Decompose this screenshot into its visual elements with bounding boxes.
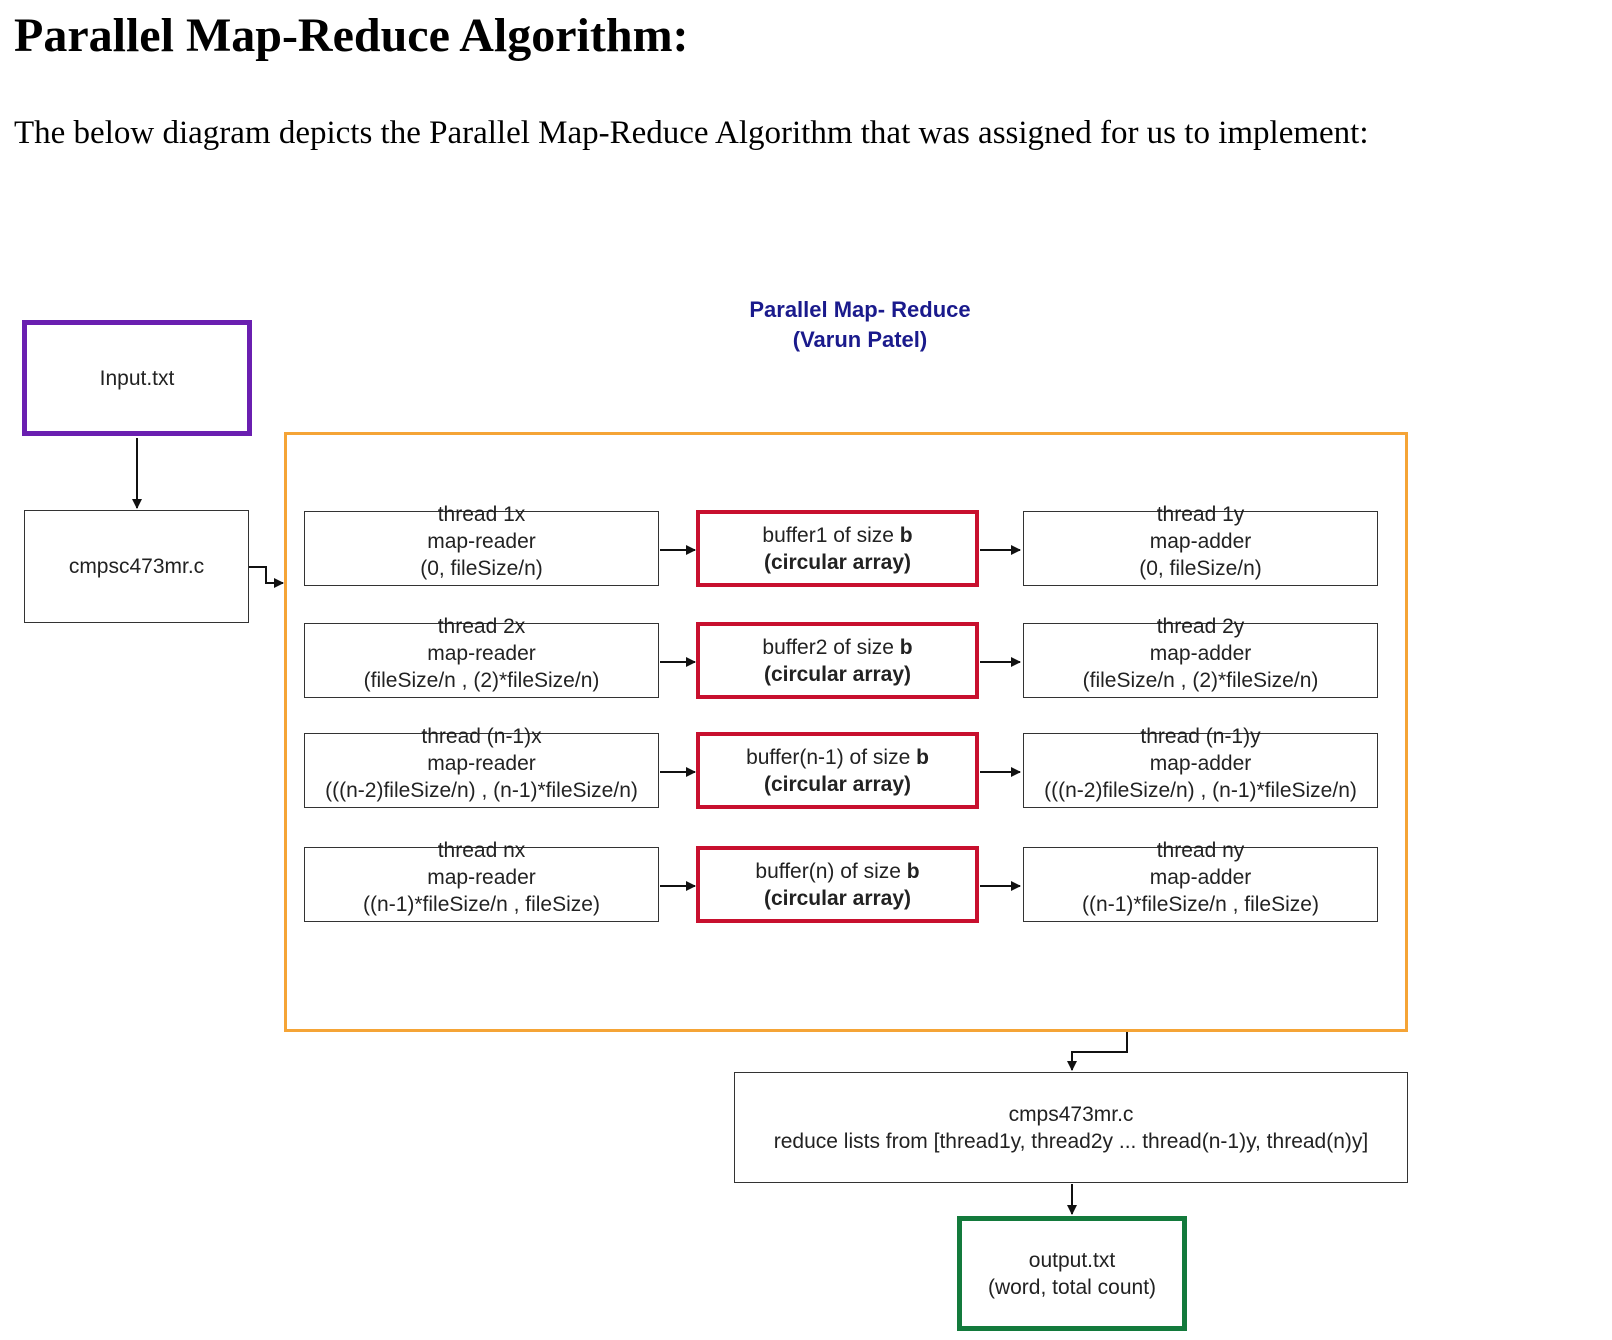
arrow-main-to-threads — [249, 566, 284, 588]
buffer-prefix: buffer2 of size — [762, 635, 900, 659]
buffer-prefix: buffer(n-1) of size — [746, 745, 917, 769]
adder-thread-n-minus-1: thread (n-1)y map-adder (((n-2)fileSize/… — [1023, 725, 1378, 808]
reader-title: thread 2x — [437, 615, 526, 638]
main-program-box: cmpsc473mr.c — [24, 510, 249, 623]
page-heading: Parallel Map-Reduce Algorithm: — [14, 9, 689, 62]
input-file-label: Input.txt — [99, 366, 175, 390]
diagram-title-line-1: Parallel Map- Reduce — [749, 297, 971, 322]
buffer-size-var: b — [899, 523, 913, 547]
adder-range: ((n-1)*fileSize/n , fileSize) — [1082, 893, 1319, 916]
diagram-title: Parallel Map- Reduce (Varun Patel) — [660, 295, 1060, 355]
reader-thread-1: thread 1x map-reader (0, fileSize/n) — [304, 503, 659, 586]
buffer-type: (circular array) — [763, 886, 912, 910]
adder-thread-n: thread ny map-adder ((n-1)*fileSize/n , … — [1023, 839, 1378, 922]
buffer-prefix: buffer1 of size — [762, 523, 900, 547]
reader-role: map-reader — [427, 866, 536, 889]
adder-range: (fileSize/n , (2)*fileSize/n) — [1082, 669, 1319, 692]
buffer-size-line: buffer(n) of size b — [755, 858, 919, 885]
reader-range: ((n-1)*fileSize/n , fileSize) — [363, 893, 600, 916]
buffer-type: (circular array) — [763, 550, 912, 574]
buffer-size-var: b — [916, 745, 929, 769]
reader-title: thread 1x — [437, 503, 526, 526]
buffer-2: buffer2 of size b (circular array) — [696, 622, 979, 699]
reader-role: map-reader — [427, 752, 536, 775]
buffer-size-var: b — [906, 859, 920, 883]
adder-role: map-adder — [1149, 530, 1252, 553]
adder-role: map-adder — [1149, 642, 1252, 665]
reader-title: thread (n-1)x — [421, 725, 542, 748]
output-file-description: (word, total count) — [987, 1275, 1157, 1299]
buffer-n-minus-1: buffer(n-1) of size b (circular array) — [696, 732, 979, 809]
adder-title: thread ny — [1156, 839, 1245, 862]
intro-paragraph: The below diagram depicts the Parallel M… — [14, 115, 1369, 151]
reader-role: map-reader — [427, 530, 536, 553]
output-file-box: output.txt (word, total count) — [957, 1216, 1187, 1331]
diagram-title-line-2: (Varun Patel) — [792, 327, 928, 352]
reader-range: (0, fileSize/n) — [420, 557, 543, 580]
adder-title: thread (n-1)y — [1140, 725, 1261, 748]
input-file-box: Input.txt — [22, 320, 252, 436]
adder-role: map-adder — [1149, 866, 1252, 889]
buffer-type: (circular array) — [763, 772, 912, 796]
buffer-size-line: buffer(n-1) of size b — [746, 744, 929, 771]
adder-title: thread 1y — [1156, 503, 1245, 526]
buffer-n: buffer(n) of size b (circular array) — [696, 846, 979, 923]
adder-thread-1: thread 1y map-adder (0, fileSize/n) — [1023, 503, 1378, 586]
adder-title: thread 2y — [1156, 615, 1245, 638]
buffer-1: buffer1 of size b (circular array) — [696, 510, 979, 587]
buffer-size-line: buffer2 of size b — [762, 634, 912, 661]
buffer-type: (circular array) — [763, 662, 912, 686]
adder-range: (((n-2)fileSize/n) , (n-1)*fileSize/n) — [1044, 779, 1357, 802]
output-file-label: output.txt — [1028, 1248, 1116, 1272]
reader-title: thread nx — [437, 839, 526, 862]
reduce-description: reduce lists from [thread1y, thread2y ..… — [773, 1129, 1369, 1153]
adder-role: map-adder — [1149, 752, 1252, 775]
buffer-size-line: buffer1 of size b — [762, 522, 912, 549]
buffer-size-var: b — [899, 635, 913, 659]
adder-range: (0, fileSize/n) — [1139, 557, 1262, 580]
reader-thread-n: thread nx map-reader ((n-1)*fileSize/n ,… — [304, 839, 659, 922]
reader-range: (fileSize/n , (2)*fileSize/n) — [363, 669, 600, 692]
reduce-box: cmps473mr.c reduce lists from [thread1y,… — [734, 1072, 1408, 1183]
reduce-program-label: cmps473mr.c — [1008, 1102, 1134, 1126]
main-program-label: cmpsc473mr.c — [68, 555, 205, 578]
reader-thread-2: thread 2x map-reader (fileSize/n , (2)*f… — [304, 615, 659, 698]
reader-role: map-reader — [427, 642, 536, 665]
adder-thread-2: thread 2y map-adder (fileSize/n , (2)*fi… — [1023, 615, 1378, 698]
buffer-prefix: buffer(n) of size — [755, 859, 907, 883]
parallel-map-frame — [284, 432, 1408, 1032]
arrow-frame-to-reduce — [1067, 1032, 1128, 1071]
reader-thread-n-minus-1: thread (n-1)x map-reader (((n-2)fileSize… — [304, 725, 659, 808]
reader-range: (((n-2)fileSize/n) , (n-1)*fileSize/n) — [325, 779, 638, 802]
